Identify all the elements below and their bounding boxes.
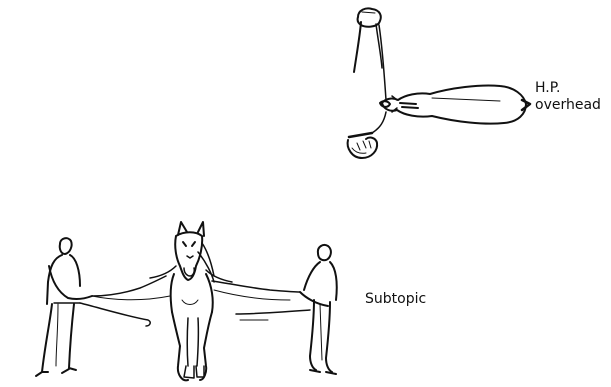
overhead-handler-bottom [348, 133, 377, 158]
left-handler [36, 238, 92, 376]
overhead-view-label: H.P. overhead [535, 80, 601, 114]
right-handler [300, 245, 337, 374]
overhead-label-line2: overhead [535, 97, 601, 114]
overhead-view [348, 8, 530, 158]
overhead-label-line1: H.P. [535, 80, 601, 97]
horse-front [150, 222, 232, 380]
side-view [36, 222, 337, 380]
overhead-handler-top [354, 8, 382, 72]
lunge-lines [80, 276, 310, 326]
side-view-label: Subtopic [365, 291, 426, 308]
overhead-line-top [379, 25, 386, 100]
overhead-line-bottom [372, 112, 386, 133]
overhead-horse [380, 85, 530, 123]
